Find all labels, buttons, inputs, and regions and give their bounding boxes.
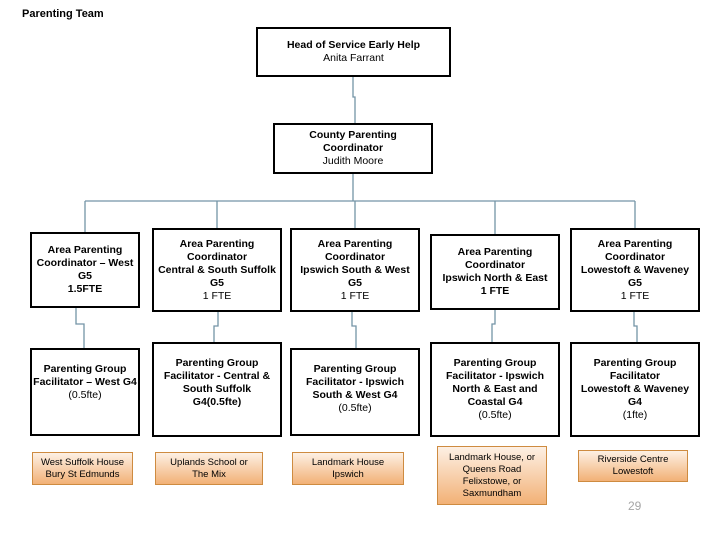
node-facilitator-west: Parenting Group Facilitator – West G4 (0… (30, 348, 140, 436)
node-coordinator-lowestoft-waveney: Area Parenting Coordinator Lowestoft & W… (570, 228, 700, 312)
node-fte: 1 FTE (480, 285, 510, 297)
node-role: Area Parenting Coordinator Central & Sou… (158, 237, 276, 289)
node-role: Parenting Group Facilitator – West G4 (33, 363, 137, 388)
node-person: Anita Farrant (323, 52, 384, 64)
node-role: Area Parenting Coordinator – West G5 (36, 244, 134, 282)
node-role: Area Parenting Coordinator Lowestoft & W… (580, 237, 690, 289)
location-label: West Suffolk House Bury St Edmunds (40, 456, 125, 480)
node-role: County Parenting Coordinator (309, 129, 397, 154)
location-riverside-centre-lowestoft: Riverside Centre Lowestoft (578, 450, 688, 482)
location-label: Landmark House, or Queens Road Felixstow… (448, 451, 536, 499)
node-fte: (1fte) (622, 409, 648, 421)
node-fte: 1 FTE (620, 289, 650, 302)
node-role: Parenting Group Facilitator - Central & … (163, 357, 271, 408)
node-role: Area Parenting Coordinator Ipswich North… (442, 246, 548, 284)
node-county-parenting-coordinator: County Parenting Coordinator Judith Moor… (273, 123, 433, 174)
node-fte: 1 FTE (202, 289, 232, 302)
node-fte: 1.5FTE (67, 283, 103, 295)
location-uplands-school-or-the-mix: Uplands School or The Mix (155, 452, 263, 485)
page-number: 29 (628, 499, 642, 513)
location-label: Landmark House Ipswich (311, 456, 385, 480)
node-role: Area Parenting Coordinator Ipswich South… (300, 237, 410, 289)
node-role: Head of Service Early Help (286, 39, 421, 51)
location-landmark-queens-road-saxmundham: Landmark House, or Queens Road Felixstow… (437, 446, 547, 505)
node-fte: (0.5fte) (478, 409, 512, 421)
node-coordinator-west: Area Parenting Coordinator – West G5 1.5… (30, 232, 140, 308)
node-coordinator-central-south-suffolk: Area Parenting Coordinator Central & Sou… (152, 228, 282, 312)
node-role: Parenting Group Facilitator - Ipswich So… (305, 363, 405, 401)
location-west-suffolk-house: West Suffolk House Bury St Edmunds (32, 452, 133, 485)
node-role: Parenting Group Facilitator - Ipswich No… (445, 357, 545, 408)
location-label: Riverside Centre Lowestoft (597, 454, 669, 477)
node-coordinator-ipswich-north-east: Area Parenting Coordinator Ipswich North… (430, 234, 560, 310)
node-person: Judith Moore (322, 155, 384, 167)
node-head-of-service: Head of Service Early Help Anita Farrant (256, 27, 451, 77)
node-role: Parenting Group Facilitator Lowestoft & … (580, 357, 690, 408)
location-label: Uplands School or The Mix (170, 456, 248, 480)
slide-title: Parenting Team (22, 8, 104, 20)
node-facilitator-ipswich-north-east-coastal: Parenting Group Facilitator - Ipswich No… (430, 342, 560, 437)
location-landmark-house-ipswich: Landmark House Ipswich (292, 452, 404, 485)
node-facilitator-ipswich-south-west: Parenting Group Facilitator - Ipswich So… (290, 348, 420, 436)
node-coordinator-ipswich-south-west: Area Parenting Coordinator Ipswich South… (290, 228, 420, 312)
node-facilitator-lowestoft-waveney: Parenting Group Facilitator Lowestoft & … (570, 342, 700, 437)
node-fte: (0.5fte) (338, 402, 372, 414)
node-facilitator-central-south-suffolk: Parenting Group Facilitator - Central & … (152, 342, 282, 437)
node-fte: 1 FTE (340, 289, 370, 302)
node-fte: (0.5fte) (68, 389, 102, 401)
